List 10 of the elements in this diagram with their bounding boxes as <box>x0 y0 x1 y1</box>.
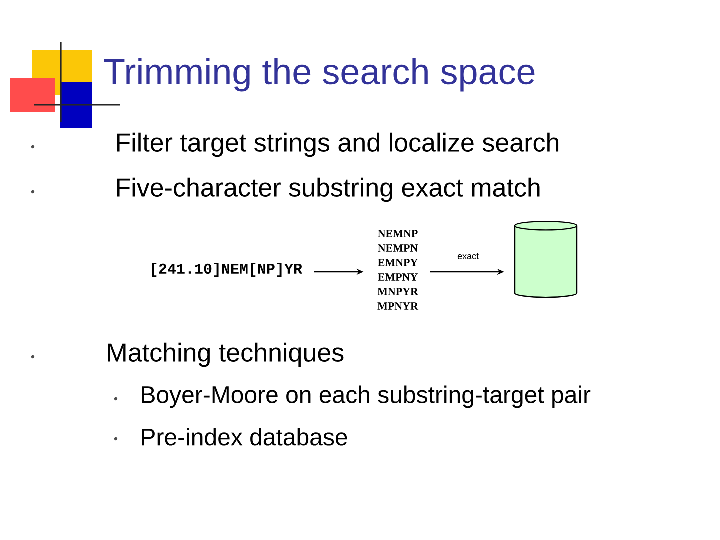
slide-title: Trimming the search space <box>104 58 535 92</box>
edge-label: exact <box>456 252 480 260</box>
bullet-text: Matching techniques <box>108 342 344 368</box>
pattern-text: [241.10]NEM[NP]YR <box>152 263 302 277</box>
bullet-text: Boyer-Moore on each substring-target pair <box>142 386 591 408</box>
bullet-text: Pre-index database <box>142 428 348 446</box>
substring-list: NEMNP NEMPN EMNPY EMPNY MNPYR MPNYR <box>378 230 419 310</box>
bullet-text: Five-character substring exact match <box>117 178 540 202</box>
database-cylinder <box>514 220 578 298</box>
bullet-text: Filter target strings and localize search <box>117 132 559 158</box>
